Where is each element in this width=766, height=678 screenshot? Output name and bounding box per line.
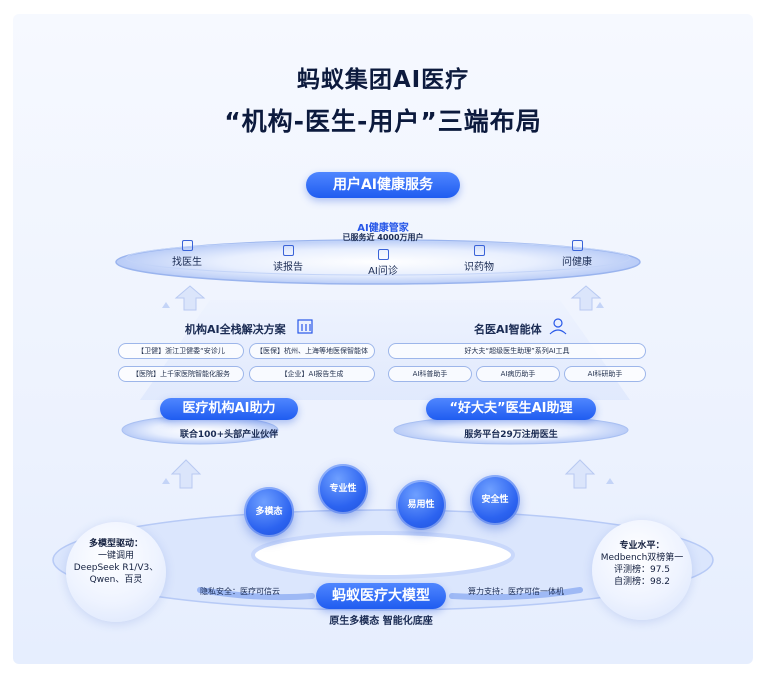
institution-pill: 医疗机构AI助力: [160, 398, 298, 420]
building-icon: [297, 319, 313, 334]
service-label: 问健康: [562, 257, 592, 268]
sphere-multimodal: 多模态: [244, 487, 294, 537]
doctor-sub: 服务平台29万注册医生: [464, 430, 558, 440]
service-ai-consult: AI问诊: [353, 249, 413, 277]
right-flow-arrow: [449, 587, 583, 601]
doctor-pill: “好大夫”医生AI助理: [426, 398, 596, 420]
core-model-pill: 蚂蚁医疗大模型: [316, 583, 446, 609]
multi-model-title: 多模型驱动：: [88, 539, 143, 549]
professional-level-line: 自测榜：98.2: [613, 577, 671, 587]
privacy-label: 隐私安全：医疗可信云: [200, 587, 280, 596]
institution-sub: 联合100+头部产业伙伴: [179, 430, 279, 440]
page-subtitle: “机构-医生-用户”三端布局: [224, 107, 542, 136]
service-identify-drug: 识药物: [449, 245, 509, 273]
doctor-section-title: 名医AI智能体: [474, 323, 542, 336]
multi-model-line: 一键调用: [97, 551, 134, 561]
multi-model-bubble: [66, 522, 166, 622]
core-model-sub: 原生多模态 智能化底座: [329, 616, 433, 627]
doctor-search-icon: [181, 240, 193, 251]
chat-icon: [377, 249, 389, 260]
multi-model-line: Qwen、百灵: [89, 575, 143, 585]
service-read-report: 读报告: [258, 245, 318, 273]
professional-level-bubble: [592, 520, 692, 620]
institution-tag: 【医院】上千家医院智能化服务: [118, 366, 244, 382]
doctor-tag: 好大夫“超级医生助理”系列AI工具: [388, 343, 646, 359]
service-label: 识药物: [464, 262, 494, 273]
doctor-tag: AI科研助手: [564, 366, 646, 382]
up-arrows: [170, 285, 602, 489]
pill-icon: [473, 245, 485, 256]
sphere-security: 安全性: [470, 475, 520, 525]
health-manager-sub: 已服务近 4000万用户: [342, 233, 424, 242]
professional-level-line: 评测榜：97.5: [613, 565, 671, 575]
institution-tag: 【医保】杭州、上海等地医保智能体: [249, 343, 375, 359]
page-title: 蚂蚁集团AI医疗: [296, 67, 470, 93]
multi-model-line: DeepSeek R1/V3、: [73, 563, 159, 573]
doctor-tag: AI病历助手: [476, 366, 560, 382]
service-label: AI问诊: [368, 266, 398, 277]
service-label: 找医生: [172, 257, 202, 268]
doctor-tag: AI科普助手: [388, 366, 472, 382]
professional-level-line: Medbench双榜第一: [600, 553, 684, 563]
sphere-usability: 易用性: [396, 480, 446, 530]
health-icon: [571, 240, 583, 251]
professional-level-text: 专业水平： Medbench双榜第一 评测榜：97.5 自测榜：98.2: [592, 540, 692, 588]
doctor-icon: [549, 318, 567, 335]
service-ask-health: 问健康: [547, 240, 607, 268]
user-platform-inner-ring: [125, 240, 631, 276]
left-flow-arrow: [197, 587, 315, 601]
health-manager-title: AI健康管家: [357, 223, 409, 234]
sphere-professional: 专业性: [318, 464, 368, 514]
report-icon: [282, 245, 294, 256]
service-find-doctor: 找医生: [157, 240, 217, 268]
service-label: 读报告: [273, 262, 303, 273]
professional-level-title: 专业水平：: [619, 541, 665, 551]
multi-model-text: 多模型驱动： 一键调用 DeepSeek R1/V3、 Qwen、百灵: [66, 538, 166, 586]
user-service-pill: 用户AI健康服务: [306, 172, 460, 198]
base-platform-core: [251, 531, 515, 579]
institution-section-title: 机构AI全栈解决方案: [185, 323, 286, 336]
small-up-arrows: [162, 302, 614, 484]
institution-tag: 【卫健】浙江卫健委“安诊儿: [118, 343, 244, 359]
institution-tag: 【企业】AI报告生成: [249, 366, 375, 382]
compute-label: 算力支持：医疗可信一体机: [468, 587, 564, 596]
